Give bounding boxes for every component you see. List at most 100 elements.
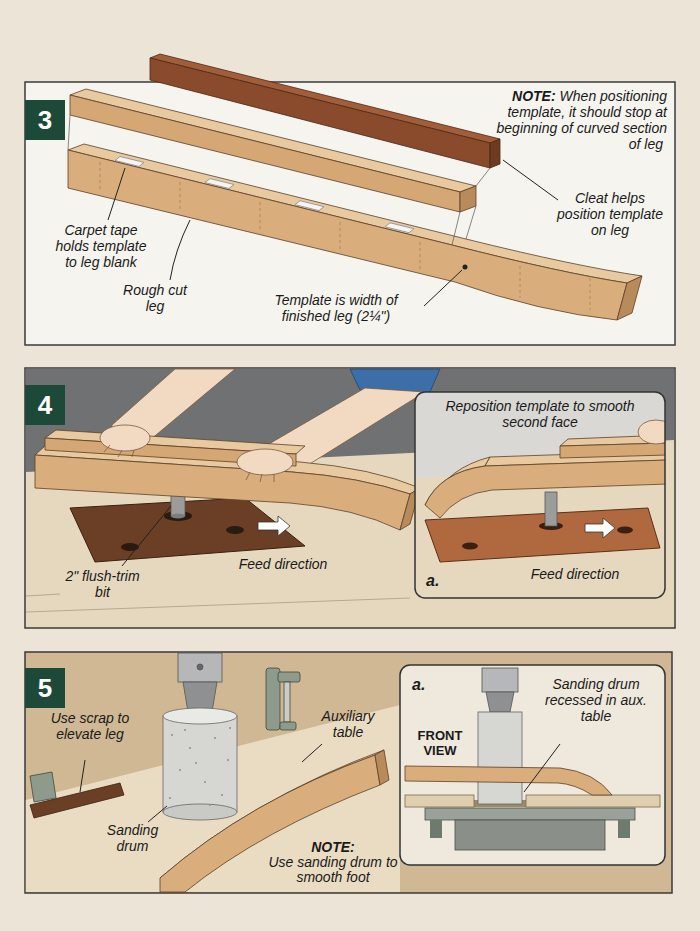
inset-5a [478,712,522,804]
hand [104,445,134,457]
direction-label: Feed direction [515,566,635,582]
sanding-drum [163,804,237,820]
panel-3 [25,54,675,345]
wood-grain [100,162,101,192]
clamp [278,672,300,682]
inset-5a [400,665,665,865]
leader-line [524,744,560,792]
inset-4a [638,420,665,444]
step-number: 3 [38,105,52,135]
leader-line [80,744,322,822]
leader-line [80,760,85,792]
clamp [30,772,56,802]
inset-5a [405,668,660,850]
carpet-tape [205,179,234,189]
inset-5a [405,795,474,807]
inset-4a [585,518,615,538]
callout-label: Carpet tape holds template to leg blank [55,222,147,270]
guide-line [68,115,70,150]
router-table-edge [26,594,410,612]
sanding-drum [221,794,223,796]
callout-label: 2" flush-trim bit [60,568,145,600]
drill-chuck [178,653,222,682]
wood-grain [590,278,591,310]
callout-label: Sanding drum recessed in aux. table [545,676,647,724]
sanding-drum [163,716,237,812]
inset-letter: a. [412,676,442,694]
view-label: FRONT VIEW [408,728,472,758]
panel-5 [25,652,672,893]
inset-5a [425,808,635,820]
insert-plate [70,498,305,562]
wood-grain [180,182,181,212]
inset-4a [415,392,665,598]
step-number: 4 [38,390,52,420]
leg-blank [617,276,642,320]
sanding-drum [189,747,191,749]
guide-line [476,168,490,186]
step-number-box: 5 [25,668,65,708]
note-text: Use sanding drum to smooth foot [268,855,398,885]
step-number-box: 3 [25,100,65,140]
sanding-drum [214,737,216,739]
leader-line [503,160,558,200]
router-table-edge [26,598,410,612]
inset-4a [415,392,674,600]
inset-5a [486,692,514,712]
guide-line [466,206,476,239]
hand [100,425,150,451]
inset-4a [545,492,557,526]
feed-arrow [258,516,290,536]
clamp [280,722,296,730]
callout-label: Rough cut leg [120,282,190,314]
sanding-drum [171,734,173,736]
drill-chuck [197,664,203,670]
inset-5a [405,766,612,795]
sanding-drum [184,729,186,731]
sanding-drum [195,762,197,764]
leader-line [170,220,190,280]
inset-5a [400,665,665,865]
wood-grain [340,222,341,252]
hand [246,472,274,482]
inset-letter: a. [426,572,456,590]
leader-line [108,168,125,220]
sanding-drum [163,708,237,820]
leg-blank [35,455,410,530]
note-block: NOTE:Use sanding drum to smooth foot [268,840,398,885]
panel-4 [25,368,675,628]
dimension-label: Template is width of finished leg (2¼") [250,292,422,324]
note-heading: NOTE: [268,840,398,855]
sanding-drum [169,727,231,806]
leader-dot [463,265,468,270]
note-heading: NOTE: [512,88,556,104]
carpet-tape [295,201,324,211]
sanding-drum [163,708,237,724]
hand [100,425,293,482]
insert-plate [70,498,305,562]
wood-grain [420,242,421,272]
inset-5a [400,665,665,865]
flush-trim-bit [171,514,185,519]
inset-4a [425,460,665,518]
insert-plate [226,526,244,534]
carpet-tape [115,157,414,233]
sanding-drum [229,727,231,729]
panel-4 [25,368,675,628]
step-number: 5 [38,673,52,703]
inset-4a [617,527,633,534]
step-number-box: 4 [25,385,65,425]
sanding-drum [204,781,206,783]
template [460,186,476,212]
cleat [490,139,500,168]
leader-line [148,806,167,822]
inset-4a [560,443,665,458]
wood-grain [260,202,261,232]
carpet-tape [115,157,144,167]
leader-line [122,506,171,566]
guide-line [452,212,460,245]
inset-4a [425,508,660,562]
